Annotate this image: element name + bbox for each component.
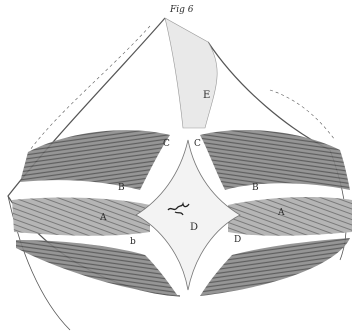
middle-band-right [228,197,352,236]
upper-right-band [200,130,350,190]
middle-band [12,198,150,236]
label-d-center: D [190,222,198,233]
region-e [165,18,217,128]
label-a-left: A [99,213,107,223]
label-c-right: C [194,139,201,149]
lower-right-band [200,238,350,296]
lower-left-band [16,240,178,296]
upper-left-band [20,130,170,190]
label-a-right: A [277,208,285,218]
label-b-left: B [118,183,125,193]
label-e: E [203,90,210,101]
label-d-right: D [234,235,241,245]
label-b-lower: b [130,237,136,247]
figure-title: Fig 6 [169,5,194,15]
label-c-left: C [163,139,170,149]
label-b-right: B [252,183,259,193]
